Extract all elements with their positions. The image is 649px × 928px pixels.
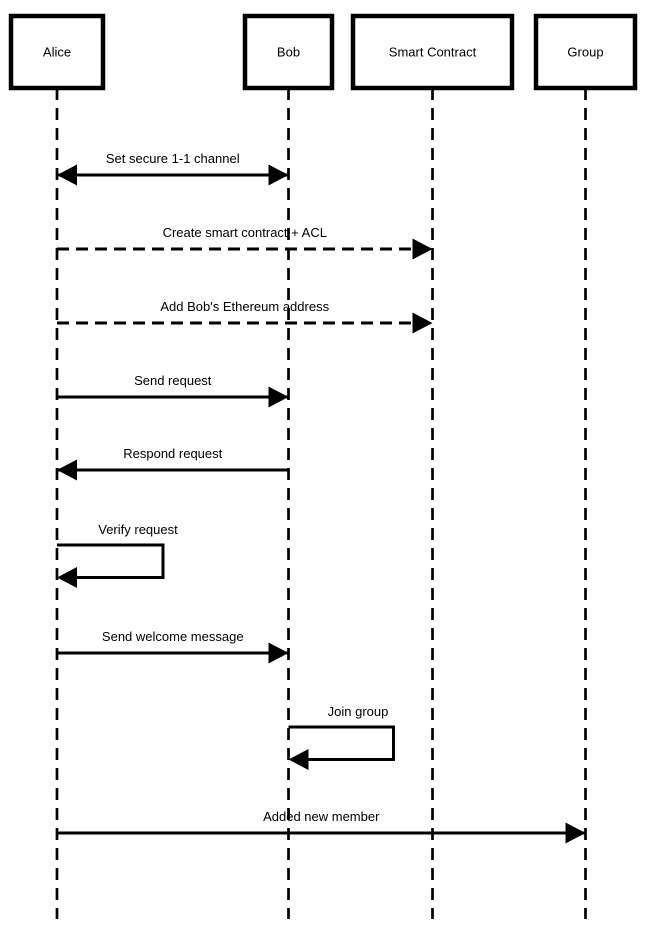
message-label-verify-request: Verify request: [98, 522, 178, 537]
message-verify-request: Verify request: [57, 522, 178, 588]
message-added-new-member: Added new member: [57, 809, 586, 844]
self-message-line: [288, 725, 395, 761]
arrowhead-icon: [412, 238, 433, 260]
arrowhead-icon: [268, 642, 289, 664]
arrowhead-icon: [57, 567, 77, 588]
message-respond-request: Respond request: [57, 446, 289, 481]
actor-box-group: [533, 13, 638, 91]
message-label-send-request: Send request: [134, 373, 212, 388]
message-set-secure-1-1-channel: Set secure 1-1 channel: [57, 151, 289, 186]
actor-box-smart-contract: [350, 13, 515, 91]
actor-label-smart-contract: Smart Contract: [389, 45, 477, 60]
message-label-added-new-member: Added new member: [263, 809, 380, 824]
message-add-bob-s-ethereum-address: Add Bob's Ethereum address: [57, 299, 433, 334]
arrowhead-icon: [268, 386, 289, 408]
message-label-send-welcome-message: Send welcome message: [102, 629, 244, 644]
arrowhead-icon: [268, 164, 289, 186]
arrowhead-icon: [288, 749, 309, 770]
message-label-add-bob-s-ethereum-address: Add Bob's Ethereum address: [160, 299, 329, 314]
message-join-group: Join group: [288, 704, 395, 770]
message-create-smart-contract-acl: Create smart contract + ACL: [57, 225, 433, 260]
message-label-respond-request: Respond request: [123, 446, 222, 461]
message-send-welcome-message: Send welcome message: [57, 629, 289, 664]
message-send-request: Send request: [57, 373, 289, 408]
message-label-create-smart-contract-acl: Create smart contract + ACL: [163, 225, 327, 240]
actor-box-bob: [242, 13, 335, 91]
actor-label-alice: Alice: [43, 45, 71, 60]
actor-label-group: Group: [567, 45, 603, 60]
arrowhead-icon: [57, 164, 77, 186]
message-label-set-secure-1-1-channel: Set secure 1-1 channel: [106, 151, 240, 166]
arrowhead-icon: [57, 459, 77, 481]
arrowhead-icon: [412, 312, 433, 334]
arrowhead-icon: [565, 822, 586, 844]
actor-box-alice: [8, 13, 106, 91]
self-message-line: [57, 543, 165, 579]
actor-label-bob: Bob: [277, 45, 300, 60]
message-label-join-group: Join group: [328, 704, 389, 719]
